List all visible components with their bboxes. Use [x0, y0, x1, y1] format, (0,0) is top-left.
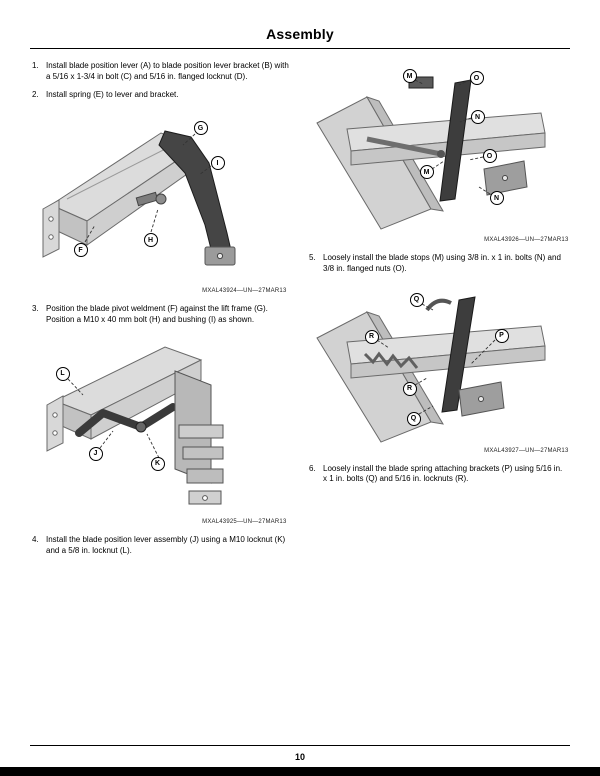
right-column: M O N O M N MXAL43926—UN—27MAR13 5. Loos…	[307, 61, 570, 564]
callout-bubble: L	[55, 366, 70, 381]
callout-bubble: O	[482, 149, 497, 163]
step-text: Install spring (E) to lever and bracket.	[46, 89, 179, 99]
step-item: 1. Install blade position lever (A) to b…	[32, 61, 293, 83]
leader-lines	[376, 303, 495, 414]
figure-spring-brackets: Q R P R Q	[309, 282, 569, 447]
step-number: 4.	[32, 534, 39, 544]
leader-lines	[414, 79, 490, 195]
leader-lines	[67, 378, 159, 459]
step-text: Position the blade pivot weldment (F) ag…	[46, 304, 268, 325]
callout-bubble: R	[364, 329, 379, 344]
figure-block-blade-stops: M O N O M N MXAL43926—UN—27MAR13	[309, 61, 569, 243]
page-title: Assembly	[266, 26, 334, 42]
callout-bubble: N	[470, 110, 485, 124]
step-number: 3.	[32, 304, 39, 314]
step-item: 5. Loosely install the blade stops (M) u…	[309, 253, 570, 275]
figure-caption: MXAL43925—UN—27MAR13	[202, 518, 287, 525]
page-number: 10	[294, 752, 305, 762]
bracket-stack-shape	[174, 370, 223, 505]
lever-assembly-drawing	[46, 346, 223, 505]
step-text: Install the blade position lever assembl…	[46, 534, 286, 555]
blade-pivot-arm-shape	[157, 130, 235, 266]
callout-bubble: K	[150, 456, 165, 471]
left-column: 1. Install blade position lever (A) to b…	[30, 61, 293, 564]
step-item: 6. Loosely install the blade spring atta…	[309, 464, 570, 486]
step-item: 2. Install spring (E) to lever and brack…	[32, 90, 293, 101]
step-number: 1.	[32, 61, 39, 70]
lift-frame-side-shape	[315, 310, 546, 443]
step-number: 6.	[309, 463, 316, 473]
callout-bubble: N	[489, 191, 504, 205]
step-text: Loosely install the blade stops (M) usin…	[323, 253, 561, 273]
figure-block-lever-assembly: L J K MXAL43925—UN—27MAR13	[37, 333, 287, 525]
leader-lines	[84, 134, 211, 243]
step-text: Install blade position lever (A) to blad…	[46, 61, 289, 81]
callout-bubble: I	[210, 156, 225, 171]
spring-brackets-drawing	[315, 295, 546, 443]
blade-stops-drawing	[315, 76, 546, 230]
callout-bubble: G	[193, 121, 208, 136]
callout-bubble: Q	[409, 292, 424, 307]
position-lever-shape	[74, 402, 177, 437]
footer-rule	[30, 745, 570, 746]
header-rule	[30, 48, 570, 49]
callout-bubble: F	[73, 243, 88, 258]
callout-bubble: R	[402, 381, 417, 396]
callout-bubble: O	[469, 71, 484, 85]
step-item: 3. Position the blade pivot weldment (F)…	[32, 304, 293, 326]
step-number: 5.	[309, 253, 316, 262]
figure-blade-stops: M O N O M N	[309, 61, 569, 236]
callout-bubble: J	[88, 446, 103, 461]
page-content: 1. Install blade position lever (A) to b…	[0, 49, 600, 564]
lower-bracket-shape	[457, 381, 505, 417]
step-item: 4. Install the blade position lever asse…	[32, 535, 293, 557]
figure-lever-assembly: L J K	[37, 333, 287, 518]
callout-bubble: P	[494, 328, 509, 343]
figure-block-blade-pivot: G I H F MXAL43924—UN—27MAR13	[37, 107, 287, 294]
bottom-bar	[0, 767, 600, 776]
callout-bubble: M	[402, 69, 417, 83]
blade-pivot-weldment-drawing	[42, 130, 235, 266]
bolt-bushing-shape	[135, 192, 166, 207]
lower-bracket-shape	[482, 160, 528, 196]
rod-shape	[366, 136, 445, 158]
lift-frame-side-shape	[315, 96, 546, 230]
figure-block-spring-brackets: Q R P R Q MXAL43927—UN—27MAR13	[309, 282, 569, 454]
figure-blade-pivot: G I H F	[37, 107, 287, 287]
step-text: Loosely install the blade spring attachi…	[323, 463, 563, 484]
figure-caption: MXAL43927—UN—27MAR13	[484, 447, 569, 454]
figure-caption: MXAL43924—UN—27MAR13	[202, 288, 287, 295]
figure-caption: MXAL43926—UN—27MAR13	[484, 237, 569, 243]
callout-bubble: M	[419, 165, 434, 179]
step-number: 2.	[32, 89, 39, 99]
callout-bubble: Q	[406, 411, 421, 426]
callout-bubble: H	[143, 233, 158, 248]
spring-shape	[363, 351, 418, 369]
